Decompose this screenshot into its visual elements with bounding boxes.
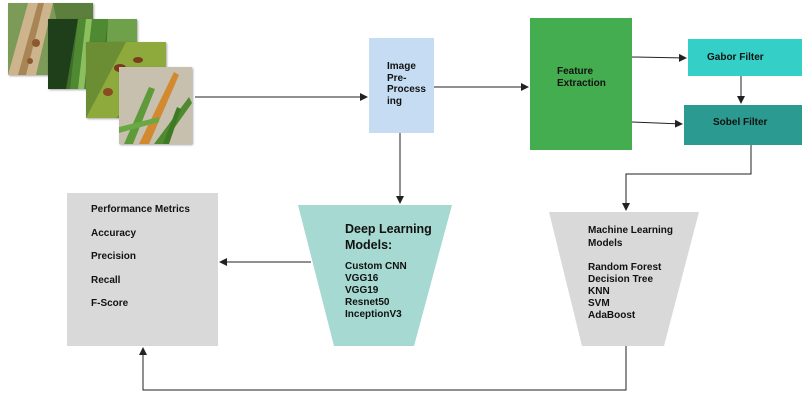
metric-item: Precision — [91, 251, 137, 262]
deep-learning-model-list: Custom CNN VGG16 VGG19 Resnet50 Inceptio… — [345, 261, 407, 321]
dl-model-item: VGG19 — [345, 285, 379, 296]
gabor-filter-box: Gabor Filter — [688, 39, 802, 76]
sobel-filter-label: Sobel Filter — [713, 117, 768, 128]
machine-learning-shape — [549, 212, 699, 346]
preprocessing-label: Image Pre-Process ing — [387, 61, 426, 107]
metric-item: Accuracy — [91, 227, 137, 239]
performance-metrics-box: Performance Metrics Accuracy Precision R… — [67, 193, 218, 346]
deep-learning-title-text: Deep Learning Models: — [345, 222, 432, 252]
deep-learning-title: Deep Learning Models: — [345, 222, 445, 253]
ml-model-item: AdaBoost — [588, 310, 636, 321]
metric-item: Recall — [91, 274, 121, 286]
gabor-filter-label: Gabor Filter — [707, 52, 764, 63]
machine-learning-title-text: Machine Learning Models — [588, 225, 674, 249]
arrow-sobel-to-ml — [622, 145, 752, 211]
ml-model-item: KNN — [588, 286, 610, 297]
metric-item: Performance Metrics — [91, 204, 190, 215]
machine-learning-model-list: Random Forest Decision Tree KNN SVM AdaB… — [588, 262, 661, 322]
arrow-feature-to-gabor — [631, 53, 687, 62]
leaf-image-4 — [119, 67, 192, 144]
feature-extraction-box: Feature Extraction — [530, 18, 632, 150]
dl-model-item: Resnet50 — [345, 297, 390, 308]
dl-model-item: VGG16 — [345, 273, 379, 284]
ml-model-item: Decision Tree — [588, 274, 654, 285]
feature-extraction-label: Feature Extraction — [557, 66, 606, 89]
dl-model-item: Custom CNN — [345, 261, 407, 272]
sobel-filter-box: Sobel Filter — [684, 105, 802, 145]
arrow-feature-to-sobel — [631, 119, 683, 128]
machine-learning-title: Machine Learning Models — [588, 225, 683, 250]
ml-model-item: Random Forest — [588, 262, 662, 273]
metric-item: F-Score — [91, 298, 129, 309]
deep-learning-shape — [298, 205, 452, 346]
arrow-ml-to-metrics — [139, 346, 627, 391]
ml-model-item: SVM — [588, 298, 610, 309]
preprocessing-box: Image Pre-Process ing — [369, 38, 434, 133]
dl-model-item: InceptionV3 — [345, 309, 402, 320]
